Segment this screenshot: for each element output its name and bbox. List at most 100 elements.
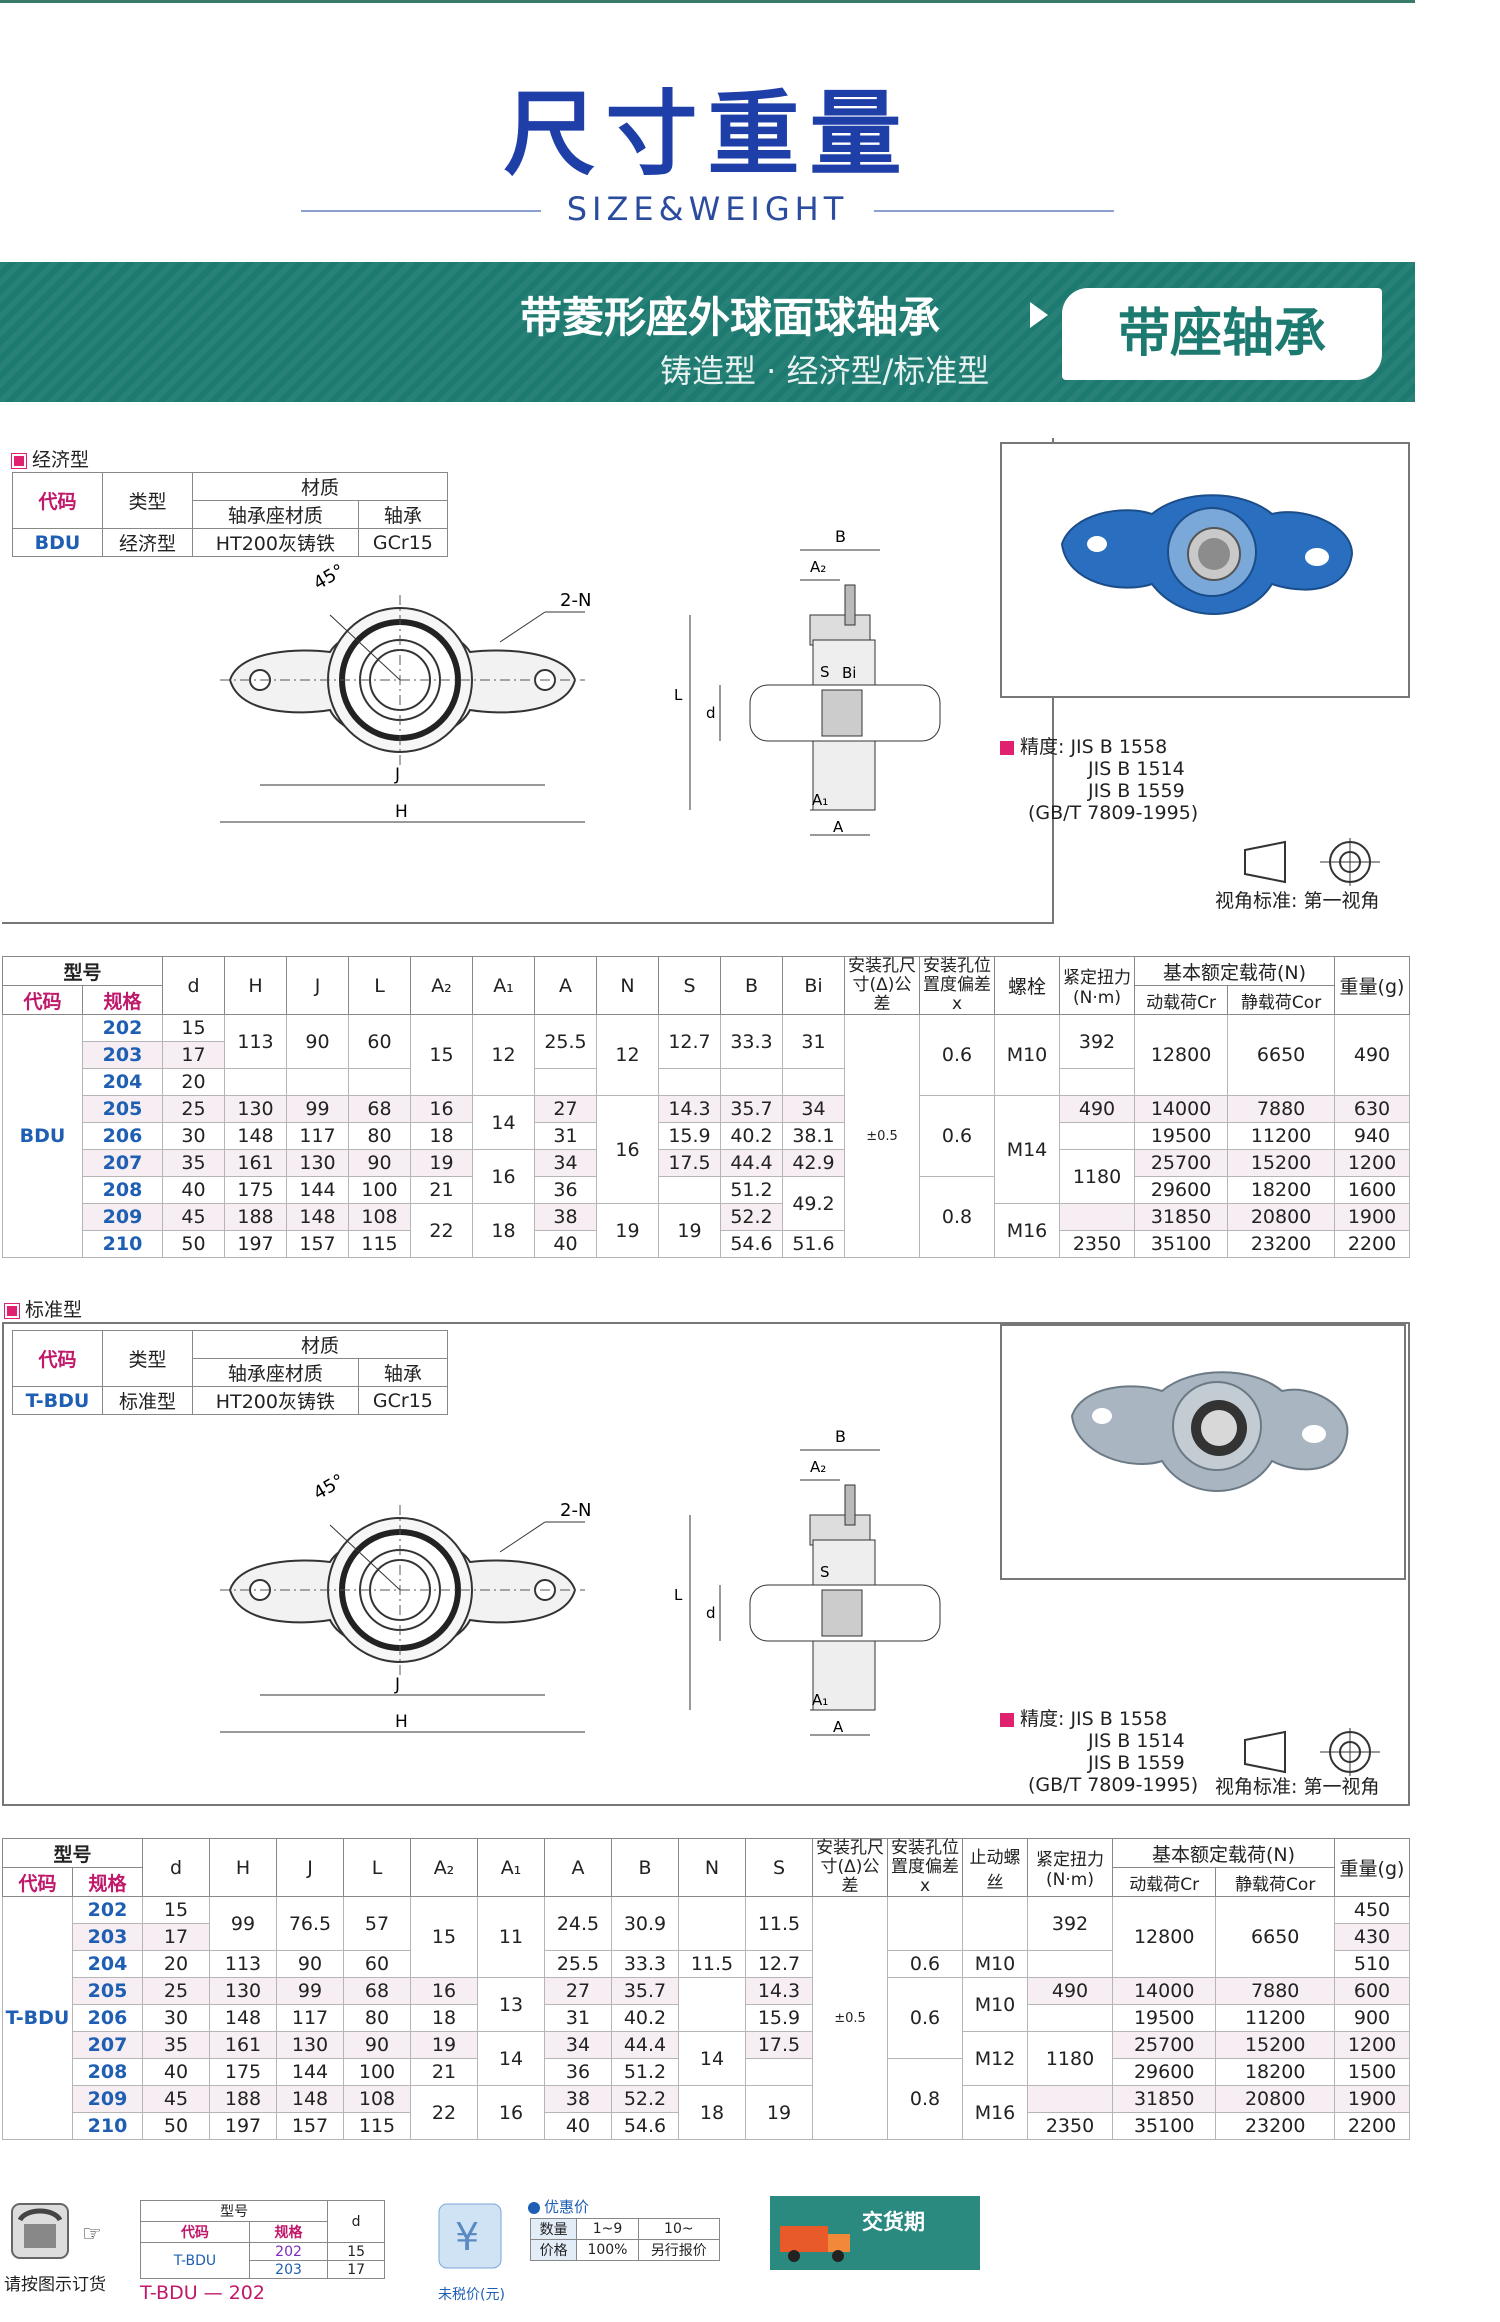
banner-title: 带菱形座外球面球轴承	[520, 293, 941, 342]
cor-cell: 18200	[1227, 1176, 1335, 1204]
h-cell: 148	[224, 1122, 287, 1150]
b-label: B	[835, 527, 846, 546]
bolt-cell: M16	[994, 1203, 1060, 1258]
d-cell: 25	[142, 1977, 210, 2005]
spec-cell: 207	[82, 1149, 163, 1177]
d-cell: 45	[162, 1203, 225, 1231]
j-cell: 117	[276, 2004, 344, 2032]
b-cell: 40.2	[720, 1122, 783, 1150]
h-col: S	[658, 956, 721, 1015]
spec-cell: 204	[82, 1068, 163, 1096]
weight-cell: 430	[1334, 1923, 1410, 1951]
h-code: 代码	[12, 1330, 103, 1387]
cr-cell: 31850	[1111, 2085, 1217, 2113]
a1-cell: 14	[472, 1095, 535, 1150]
l-cell: 108	[343, 2085, 411, 2113]
a-cell: 31	[544, 2004, 612, 2032]
precision-line: JIS B 1559	[1088, 1752, 1185, 1774]
l-cell: 60	[343, 1950, 411, 1978]
truck-icon	[780, 2226, 850, 2262]
a-cell: 36	[534, 1176, 597, 1204]
bi-cell	[782, 1068, 845, 1096]
h-cell: 175	[224, 1176, 287, 1204]
cor-cell: 20800	[1215, 2085, 1335, 2113]
cr-cell: 12800	[1133, 1014, 1229, 1096]
mini-h-model: 型号	[139, 2200, 329, 2222]
section-heading: 尺寸重量 SIZE&WEIGHT	[0, 60, 1415, 228]
spec-cell: 202	[72, 1896, 143, 1924]
a2-label: A₂	[810, 1458, 826, 1476]
a2-cell: 19	[410, 1149, 473, 1177]
torque-cell: 490	[1059, 1095, 1135, 1123]
l-cell: 80	[343, 2004, 411, 2032]
d-cell: 15	[162, 1014, 225, 1042]
h-housing: 轴承座材质	[192, 500, 359, 529]
b-cell: 52.2	[611, 2085, 679, 2113]
j-cell: 144	[276, 2058, 344, 2086]
s-cell: 17.5	[658, 1149, 721, 1177]
a2-label: A₂	[810, 558, 826, 576]
j-cell: 90	[286, 1014, 349, 1069]
delivery-box: 交货期	[770, 2196, 980, 2270]
standard-precision: 精度: JIS B 1558 JIS B 1514 JIS B 1559 (GB…	[1000, 1708, 1198, 1796]
j-label: J	[394, 1675, 400, 1695]
precision-line: JIS B 1558	[1070, 1708, 1168, 1730]
mini-h-d: d	[327, 2200, 385, 2243]
j-cell: 144	[286, 1176, 349, 1204]
standard-label: 标准型	[4, 1295, 82, 1322]
h-col: L	[348, 956, 411, 1015]
h-label: H	[395, 1712, 408, 1732]
h-cell: 197	[224, 1230, 287, 1258]
h-cr: 动载荷Cr	[1133, 985, 1229, 1015]
a2-cell: 18	[410, 1122, 473, 1150]
telephone-icon	[11, 2203, 69, 2259]
torque-cell	[1027, 2004, 1113, 2032]
b-cell: 30.9	[611, 1896, 679, 1951]
n-cell: 18	[678, 2085, 746, 2140]
j-cell: 157	[286, 1230, 349, 1258]
pos-cell	[887, 1896, 963, 1951]
cr-cell: 12800	[1111, 1896, 1217, 1978]
a2-cell: 15	[410, 1896, 478, 1978]
price-label: 未税价(元)	[438, 2287, 505, 2303]
d-cell: 30	[142, 2004, 210, 2032]
j-cell: 148	[286, 1203, 349, 1231]
spec-cell: 209	[82, 1203, 163, 1231]
spec-cell: 208	[72, 2058, 143, 2086]
a-cell: 31	[534, 1122, 597, 1150]
torque-cell	[1059, 1203, 1135, 1231]
l-label: L	[674, 686, 683, 704]
discount-q2: 10~	[637, 2218, 721, 2240]
h-col: A₂	[410, 1838, 478, 1897]
d-cell: 30	[162, 1122, 225, 1150]
mini-code-value: T-BDU	[140, 2242, 250, 2279]
h-torque: 紧定扭力(N·m)	[1027, 1838, 1113, 1897]
spec-cell: 210	[82, 1230, 163, 1258]
h-type: 类型	[102, 472, 193, 529]
h-cell: 130	[224, 1095, 287, 1123]
cr-cell: 14000	[1111, 1977, 1217, 2005]
n-cell: 19	[596, 1203, 659, 1258]
cor-cell: 23200	[1215, 2112, 1335, 2140]
group-code: BDU	[2, 1014, 83, 1258]
n-cell	[678, 1977, 746, 2032]
l-cell: 68	[348, 1095, 411, 1123]
weight-cell: 510	[1334, 1950, 1410, 1978]
discount-title-text: 优惠价	[544, 2198, 590, 2216]
pos-cell: 0.6	[887, 1977, 963, 2059]
j-cell: 130	[286, 1149, 349, 1177]
a2-cell: 15	[410, 1014, 473, 1096]
economy-dimension-table: 型号 d H J L A₂ A₁ A N S B Bi 安装孔尺寸(Δ)公差 安…	[2, 956, 1410, 1258]
cor-cell: 11200	[1227, 1122, 1335, 1150]
spec-cell: 205	[72, 1977, 143, 2005]
group-code: T-BDU	[2, 1896, 73, 2140]
h-weight: 重量(g)	[1334, 956, 1410, 1015]
bolt-cell: M14	[994, 1095, 1060, 1204]
weight-cell: 1900	[1334, 1203, 1410, 1231]
h-tol: 安装孔尺寸(Δ)公差	[844, 956, 920, 1015]
pos-cell: 0.8	[919, 1176, 995, 1258]
cr-cell: 14000	[1133, 1095, 1229, 1123]
